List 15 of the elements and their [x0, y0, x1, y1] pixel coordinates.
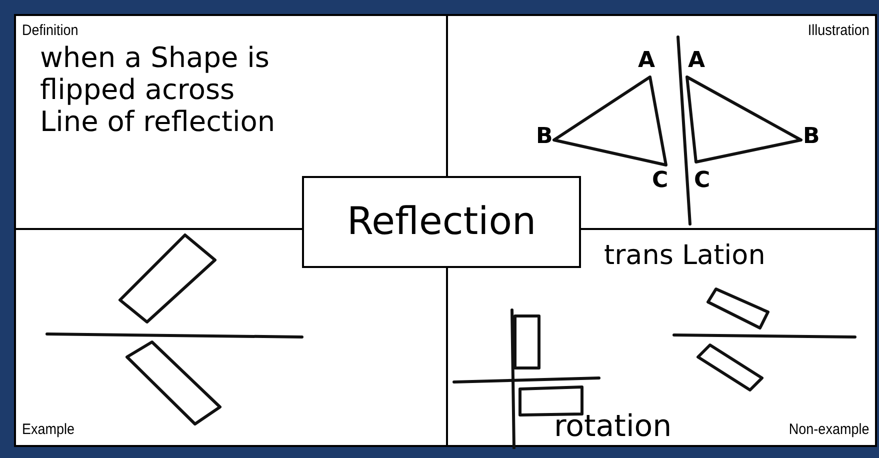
panel-heading: Definition — [22, 21, 78, 41]
term-text: Reflection — [346, 200, 536, 244]
vertex-label: B — [803, 126, 820, 148]
definition-text: when a Shape is flipped across Line of reflection — [40, 42, 276, 139]
handwritten-label: rotation — [554, 410, 672, 444]
vertex-label: A — [638, 50, 656, 72]
vertex-label: B — [536, 126, 553, 148]
panel-heading: Example — [22, 420, 75, 440]
term-box — [302, 176, 581, 268]
handwritten-label: trans Lation — [604, 240, 766, 272]
vertex-label: C — [694, 170, 710, 192]
panel-heading: Illustration — [807, 21, 869, 41]
vertex-label: C — [652, 170, 668, 192]
panel-heading: Non-example — [788, 420, 869, 440]
vertex-label: A — [688, 50, 706, 72]
